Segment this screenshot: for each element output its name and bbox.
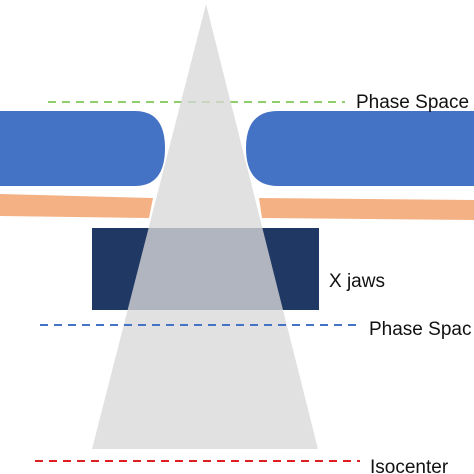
isocenter-label: Isocenter <box>370 457 449 474</box>
x-jaws-label: X jaws <box>329 271 385 292</box>
mlc-plate-left <box>0 194 153 218</box>
upper-jaw-right <box>246 111 474 186</box>
phase-space-upper-label: Phase Space <box>356 92 469 113</box>
radiation-beam <box>92 4 318 449</box>
phase-space-lower-label: Phase Spac <box>369 319 471 340</box>
mlc-plate-right <box>259 198 474 220</box>
upper-jaw-left <box>0 111 165 186</box>
